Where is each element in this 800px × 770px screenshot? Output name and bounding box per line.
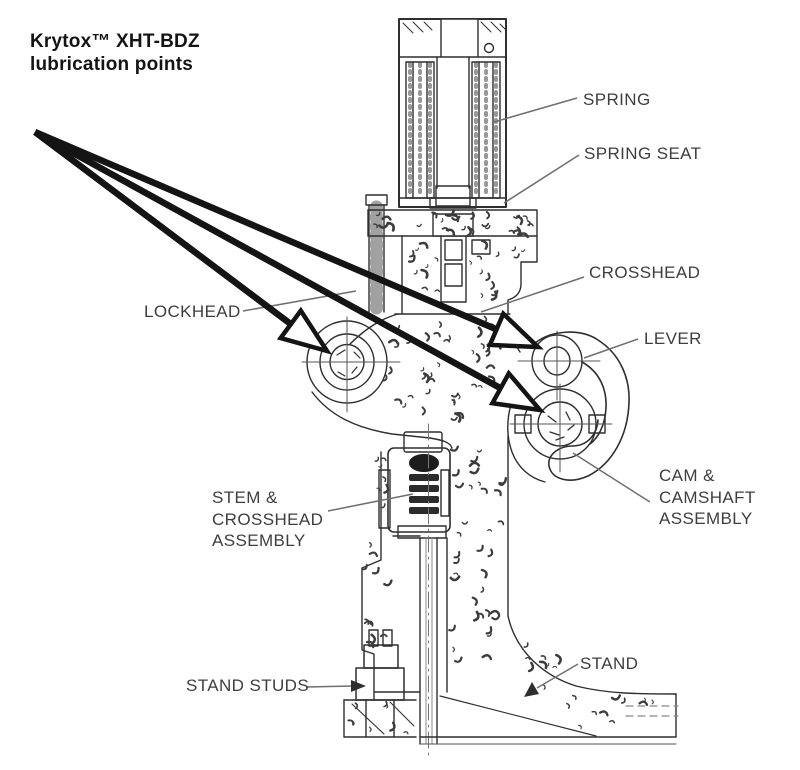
label-spring: SPRING xyxy=(583,90,651,109)
leader-stand-studs-arrowhead xyxy=(351,680,366,692)
label-lever: LEVER xyxy=(644,329,702,348)
leader-cam xyxy=(572,452,651,503)
lube-arrows xyxy=(33,129,546,414)
lube-arrowhead-cam xyxy=(488,369,546,414)
spring-housing xyxy=(398,18,507,209)
lube-arrow-shaft-lockhead xyxy=(33,129,294,328)
leader-stand-studs xyxy=(305,685,354,688)
label-lockhead: LOCKHEAD xyxy=(144,302,241,321)
label-stand-studs: STAND STUDS xyxy=(186,676,310,695)
leader-stand-arrowhead xyxy=(524,682,539,697)
lube-arrow-shaft-cam xyxy=(33,129,504,392)
stand-studs-part xyxy=(355,629,405,738)
leader-crosshead xyxy=(480,276,585,313)
leader-stand xyxy=(536,663,579,689)
label-spring-seat: SPRING SEAT xyxy=(584,144,702,163)
leader-spring-seat xyxy=(503,154,580,204)
label-stand: STAND xyxy=(580,654,639,673)
label-crosshead: CROSSHEAD xyxy=(589,263,701,282)
leader-lines xyxy=(242,97,651,697)
page-title: Krytox™ XHT-BDZ lubrication points xyxy=(30,31,200,75)
stem-assembly xyxy=(378,431,451,539)
leader-stem xyxy=(327,493,414,512)
lockhead-boss xyxy=(301,316,401,413)
lube-arrowhead-crosshead-pin xyxy=(486,309,544,350)
lube-arrowhead-lockhead xyxy=(276,306,333,355)
lever-hook xyxy=(533,331,630,481)
bonnet-section xyxy=(365,194,538,315)
leader-lockhead xyxy=(242,290,357,312)
label-cam-camshaft-assembly: CAM & CAMSHAFT ASSEMBLY xyxy=(659,466,756,528)
label-stem-crosshead-assembly: STEM & CROSSHEAD ASSEMBLY xyxy=(212,488,324,550)
lube-arrow-shaft-crosshead-pin xyxy=(33,129,500,333)
leader-lever xyxy=(583,338,639,359)
leader-spring xyxy=(493,97,578,123)
cast-texture xyxy=(347,209,654,735)
